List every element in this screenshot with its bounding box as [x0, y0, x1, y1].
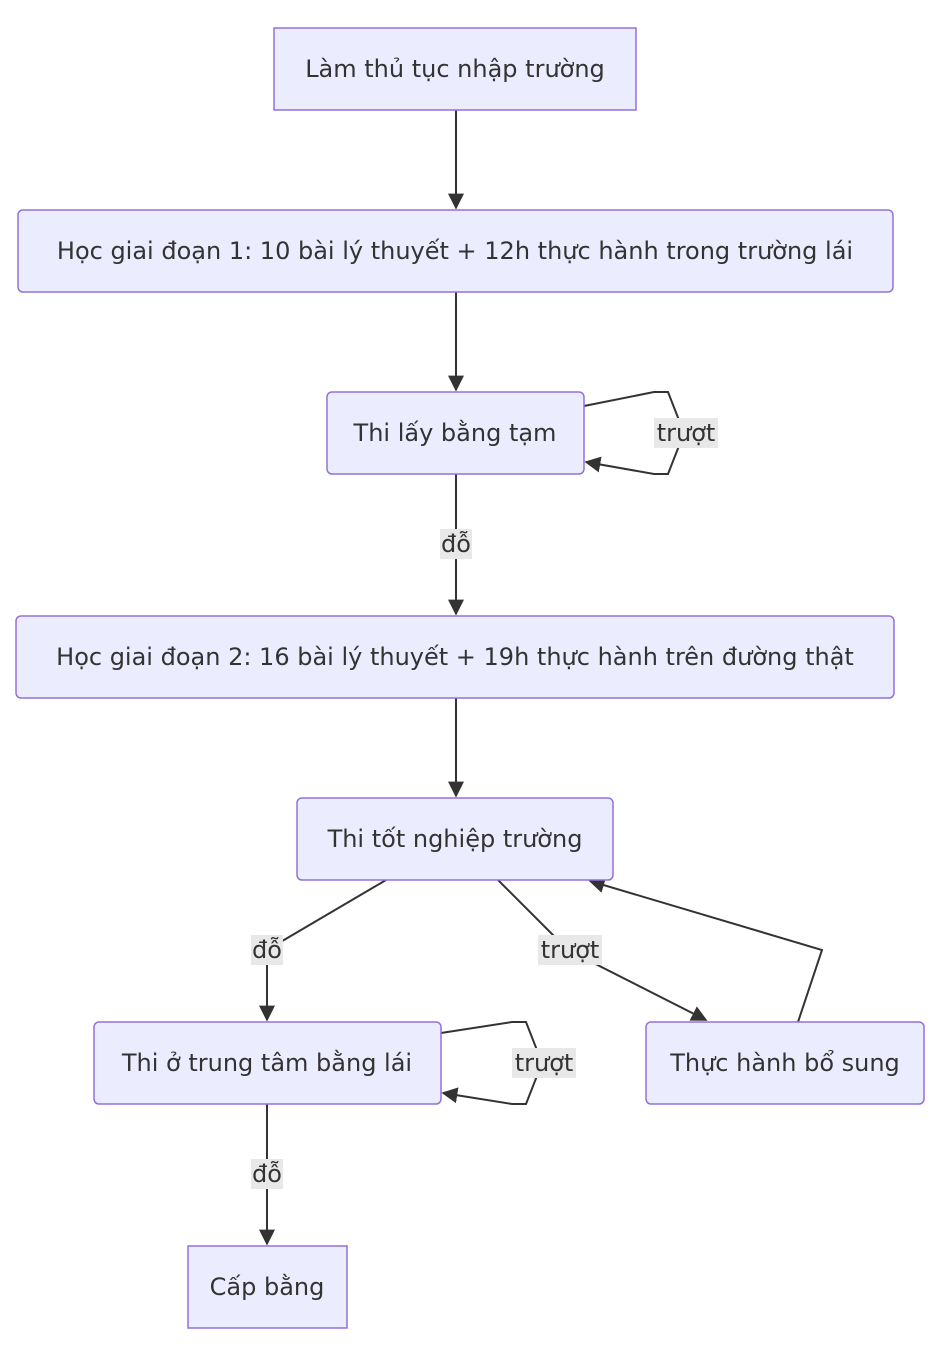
node-temp-exam: Thi lấy bằng tạm: [326, 391, 585, 475]
edge-label-temp-exam-pass: đỗ: [440, 529, 472, 559]
edge-label-text: trượt: [515, 1049, 574, 1077]
edge-grad-exam-to-center-exam: [259, 879, 387, 1022]
edge-label-grad-exam-fail: trượt: [538, 935, 602, 965]
node-stage1: Học giai đoạn 1: 10 bài lý thuyết + 12h …: [17, 209, 894, 293]
node-label: Cấp bằng: [210, 1272, 325, 1301]
edge-label-text: trượt: [541, 936, 600, 964]
node-enroll: Làm thủ tục nhập trường: [273, 27, 637, 111]
node-stage2: Học giai đoạn 2: 16 bài lý thuyết + 19h …: [15, 615, 895, 699]
node-center-exam: Thi ở trung tâm bằng lái: [93, 1021, 442, 1105]
node-license: Cấp bằng: [187, 1245, 348, 1329]
nodes: Làm thủ tục nhập trường Học giai đoạn 1:…: [15, 27, 925, 1329]
edge-label-center-exam-fail: trượt: [512, 1048, 576, 1078]
node-label: Học giai đoạn 2: 16 bài lý thuyết + 19h …: [56, 643, 854, 671]
edge-label-text: đỗ: [441, 529, 471, 558]
edge-label-text: đỗ: [252, 935, 282, 964]
edge-extra-practice-to-grad-exam: [588, 877, 824, 1023]
node-label: Làm thủ tục nhập trường: [305, 55, 605, 83]
edge-label-text: trượt: [657, 419, 716, 447]
node-grad-exam: Thi tốt nghiệp trường: [296, 797, 614, 881]
edge-labels: trượt đỗ đỗ trượt trượt đỗ: [251, 418, 718, 1189]
node-label: Học giai đoạn 1: 10 bài lý thuyết + 12h …: [57, 237, 853, 265]
edge-label-text: đỗ: [252, 1159, 282, 1188]
node-extra-practice: Thực hành bổ sung: [645, 1021, 925, 1105]
node-label: Thực hành bổ sung: [669, 1049, 900, 1077]
node-label: Thi lấy bằng tạm: [353, 418, 557, 447]
edge-label-grad-exam-pass: đỗ: [251, 935, 283, 965]
edge-label-center-exam-pass: đỗ: [251, 1159, 283, 1189]
edge-label-temp-exam-fail: trượt: [654, 418, 718, 448]
node-label: Thi ở trung tâm bằng lái: [121, 1048, 412, 1077]
node-label: Thi tốt nghiệp trường: [327, 825, 583, 853]
